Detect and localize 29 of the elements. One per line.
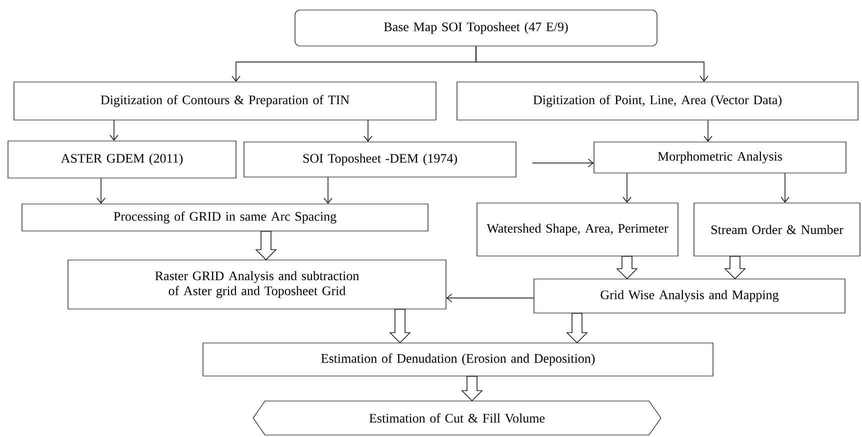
arrow <box>364 120 372 142</box>
process-box: Estimation of Denudation (Erosion and Deposition) <box>202 342 714 376</box>
block-arrow <box>616 256 638 280</box>
arrow <box>446 294 534 302</box>
arrow <box>476 46 708 82</box>
arrow <box>780 172 790 203</box>
block-arrow <box>566 312 588 344</box>
arrow <box>704 120 712 142</box>
block-arrow <box>724 256 746 280</box>
arrow <box>622 172 632 203</box>
process-box: ASTER GDEM (2011) <box>8 140 236 178</box>
process-box: SOI Toposheet -DEM (1974) <box>244 142 516 178</box>
block-arrow <box>389 308 411 344</box>
process-box: Raster GRID Analysis and subtraction of Aster grid and Toposheet Grid <box>68 260 446 310</box>
arrow <box>324 176 332 204</box>
result-hexagon: Estimation of Cut & Fill Volume <box>252 400 662 436</box>
arrow <box>532 158 594 168</box>
block-arrow <box>461 376 483 402</box>
arrow <box>96 178 106 204</box>
process-box: Digitization of Contours & Preparation of TIN <box>14 82 436 120</box>
source-box: Base Map SOI Toposheet (47 E/9) <box>294 10 658 46</box>
process-box: Morphometric Analysis <box>594 142 846 174</box>
process-box: Processing of GRID in same Arc Spacing <box>22 204 428 232</box>
arrow <box>110 120 118 141</box>
process-box: Digitization of Point, Line, Area (Vector Data) <box>456 82 858 120</box>
process-box: Grid Wise Analysis and Mapping <box>534 278 846 314</box>
process-box: Stream Order & Number <box>694 202 860 256</box>
process-box: Watershed Shape, Area, Perimeter <box>476 202 678 256</box>
block-arrow <box>255 230 277 260</box>
